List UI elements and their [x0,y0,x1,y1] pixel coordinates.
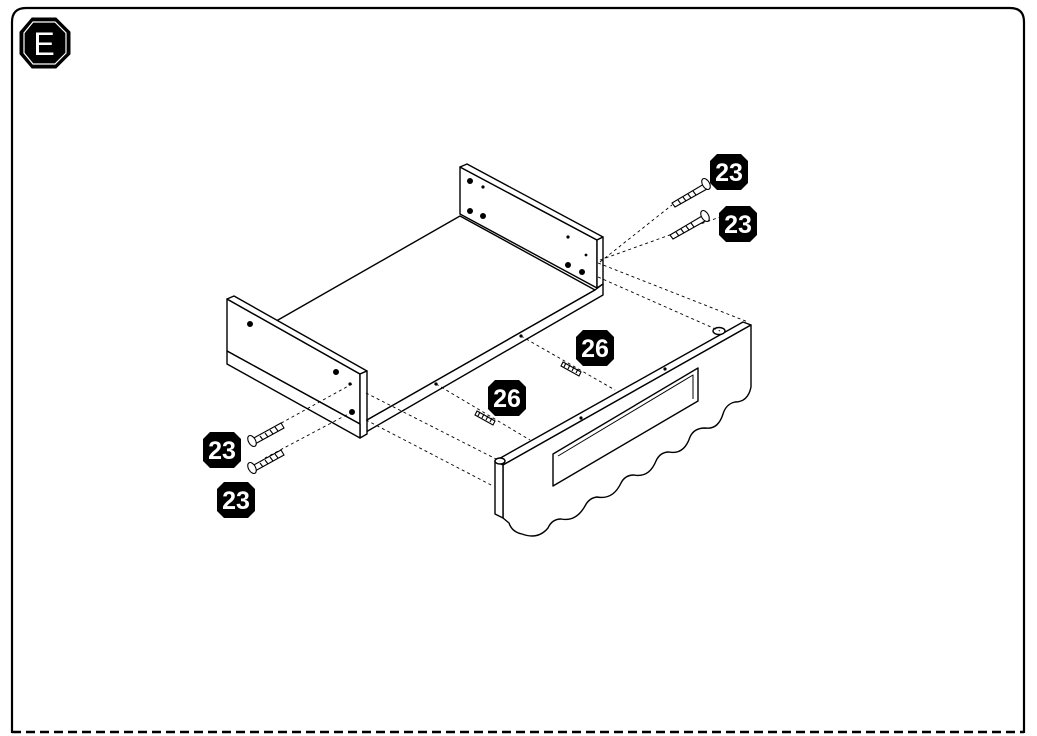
screw-top-2 [669,209,710,240]
callout-label: 23 [715,159,743,187]
callout-label: 23 [222,487,250,515]
dowel-1 [560,361,582,377]
callout-dowel-2: 26 [488,380,526,416]
callout-label: 23 [724,211,752,239]
panel-frame [10,6,1026,733]
right-side-panel-edge [596,236,604,289]
callout-label: 23 [208,437,236,465]
step-badge: E [19,17,71,69]
drawer-front-panel [494,321,752,537]
callout-label: 26 [493,385,521,413]
callout-dowel-1: 26 [576,330,614,366]
handle-cutout [552,367,699,487]
guide-lines [264,204,749,487]
screw-top-1 [671,177,711,208]
callout-screw-top-2: 23 [719,206,757,242]
left-side-panel-edge [359,370,368,439]
dowel-2 [474,410,496,426]
drawer-front-holes [579,367,667,420]
drawer-front-side-edge [494,460,504,519]
step-label: E [33,26,54,62]
drawer-box [226,163,604,439]
callout-screw-top-1: 23 [710,154,748,190]
screw-bottom-1 [247,422,285,448]
screw-bottom-2 [247,449,285,475]
callout-screw-bottom-1: 23 [203,432,241,468]
callout-screw-bottom-2: 23 [217,482,255,518]
callout-label: 26 [581,335,609,363]
